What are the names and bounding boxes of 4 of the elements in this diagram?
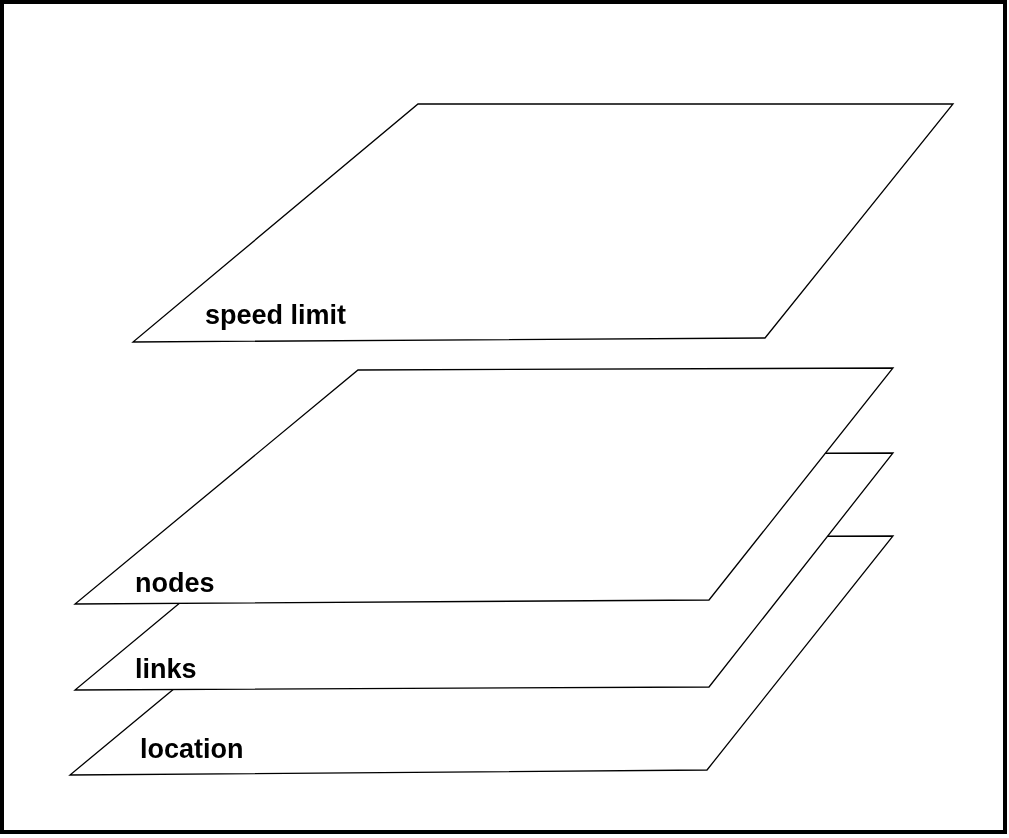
layer-label: location [140,736,244,763]
layer-label: links [135,656,197,683]
layer-label: speed limit [205,302,347,329]
layer-label: nodes [135,570,215,597]
